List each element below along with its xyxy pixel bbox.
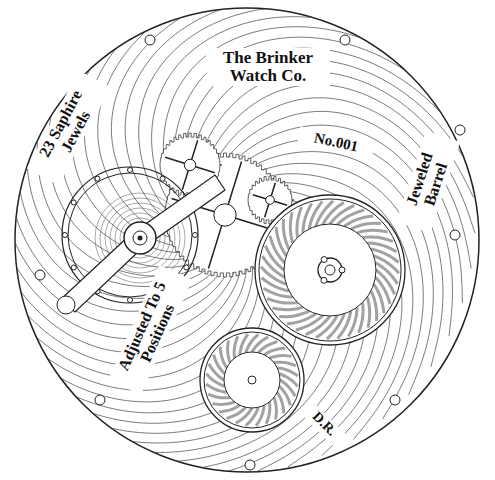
rim-screw (450, 230, 460, 240)
rim-screw (455, 125, 465, 135)
rim-screw (35, 270, 45, 280)
crown-wheel (200, 328, 304, 432)
engraved-text: The Brinker Watch Co. (206, 48, 330, 86)
barrel-wheel (255, 195, 405, 345)
rim-screw (390, 395, 400, 405)
rim-screw (145, 35, 155, 45)
rim-screw (340, 35, 350, 45)
swirl-engraving (0, 0, 475, 475)
rim-screw (245, 460, 255, 470)
balance-cock (57, 175, 225, 314)
rim-screw (95, 395, 105, 405)
plate-outline (15, 8, 479, 472)
